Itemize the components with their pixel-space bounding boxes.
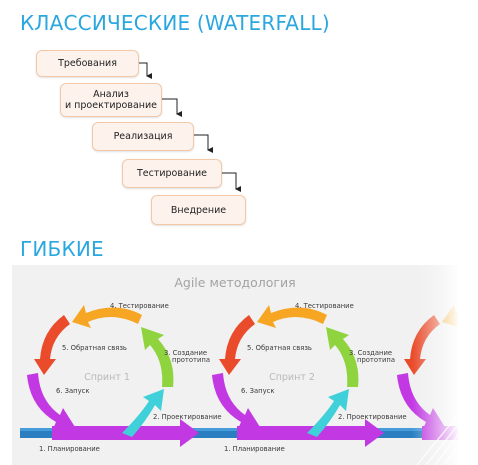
sprint-1-cycle: Спринт 1 1. Планирование 2. Проектирован…: [27, 302, 222, 453]
step-label-testing: 4. Тестирование: [110, 302, 169, 310]
step-label-prototype-line2: прототипа: [172, 356, 210, 364]
waterfall-connectors: [137, 62, 241, 192]
launch-arrow: [27, 373, 75, 429]
feedback-arrow: [219, 315, 255, 375]
design-arrow: [307, 389, 349, 437]
waterfall-connector: [220, 172, 241, 192]
timeline-highlight: [20, 428, 450, 431]
agile-heading: ГИБКИЕ: [20, 237, 104, 261]
timeline-bar: [20, 428, 450, 438]
sprint-1-label: Спринт 1: [84, 372, 130, 383]
right-fade: [412, 265, 458, 465]
step-label-design: 2. Проектирование: [153, 413, 222, 421]
agile-diagram-canvas: Agile методология Спринт 1 1. Планирован…: [20, 265, 458, 465]
timeline: [20, 428, 450, 438]
step-label-feedback: 5. Обратная связь: [62, 344, 127, 352]
waterfall-step-analysis: Анализ и проектирование: [60, 83, 162, 117]
prototype-arrow: [141, 327, 174, 387]
waterfall-step-deployment: Внедрение: [151, 195, 246, 225]
testing-arrow: [257, 305, 327, 328]
waterfall-connector: [160, 98, 182, 117]
step-label-design: 2. Проектирование: [338, 413, 407, 421]
step-label-testing: 4. Тестирование: [295, 302, 354, 310]
feedback-arrow: [34, 315, 70, 375]
waterfall-heading: КЛАССИЧЕСКИЕ (WATERFALL): [20, 11, 330, 35]
step-label-feedback: 5. Обратная связь: [247, 344, 312, 352]
agile-title: Agile методология: [174, 275, 295, 290]
sprint-2-label: Спринт 2: [269, 372, 315, 383]
step-label-prototype: 3. Создание: [349, 349, 392, 357]
waterfall-step-implementation: Реализация: [92, 122, 194, 151]
step-label-planning: 1. Планирование: [224, 445, 285, 453]
waterfall-step-testing: Тестирование: [122, 159, 222, 188]
agile-diagram: Agile методология Спринт 1 1. Планирован…: [12, 265, 458, 465]
gloss-lines: [416, 414, 458, 465]
launch-arrow: [212, 373, 260, 429]
waterfall-connector: [192, 134, 213, 153]
step-label-prototype-line2: прототипа: [357, 356, 395, 364]
step-label-launch: 6. Запуск: [56, 387, 89, 395]
waterfall-connector: [137, 62, 152, 79]
sprint-2-cycle: Спринт 2 1. Планирование 2. Проектирован…: [212, 302, 407, 453]
waterfall-step-requirements: Требования: [36, 50, 139, 77]
design-arrow: [122, 389, 164, 437]
prototype-arrow: [326, 327, 359, 387]
testing-arrow: [72, 305, 142, 328]
step-label-prototype: 3. Создание: [164, 349, 207, 357]
step-label-planning: 1. Планирование: [39, 445, 100, 453]
step-label-launch: 6. Запуск: [241, 387, 274, 395]
